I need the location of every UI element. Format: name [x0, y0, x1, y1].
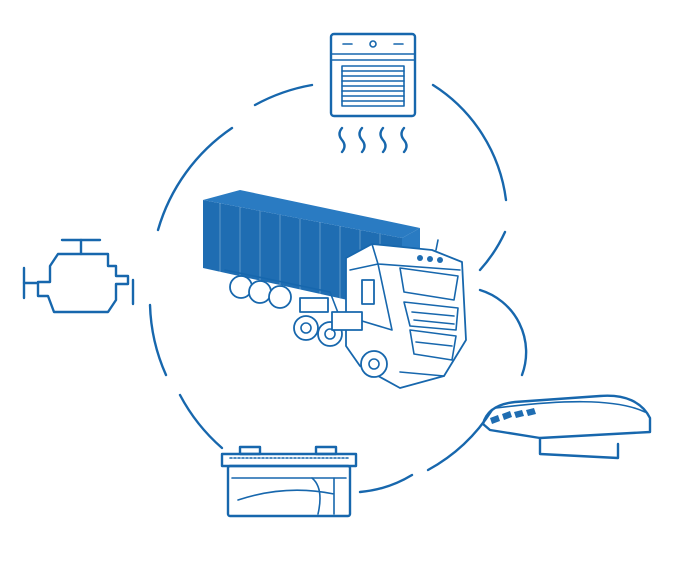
semi-truck-container-icon [203, 190, 467, 389]
cycle-ring [148, 83, 528, 494]
truck-battery-icon [220, 445, 358, 518]
engine-icon [22, 238, 135, 314]
cabin-heater-icon [329, 32, 417, 154]
rooftop-air-conditioner-icon [481, 394, 652, 460]
